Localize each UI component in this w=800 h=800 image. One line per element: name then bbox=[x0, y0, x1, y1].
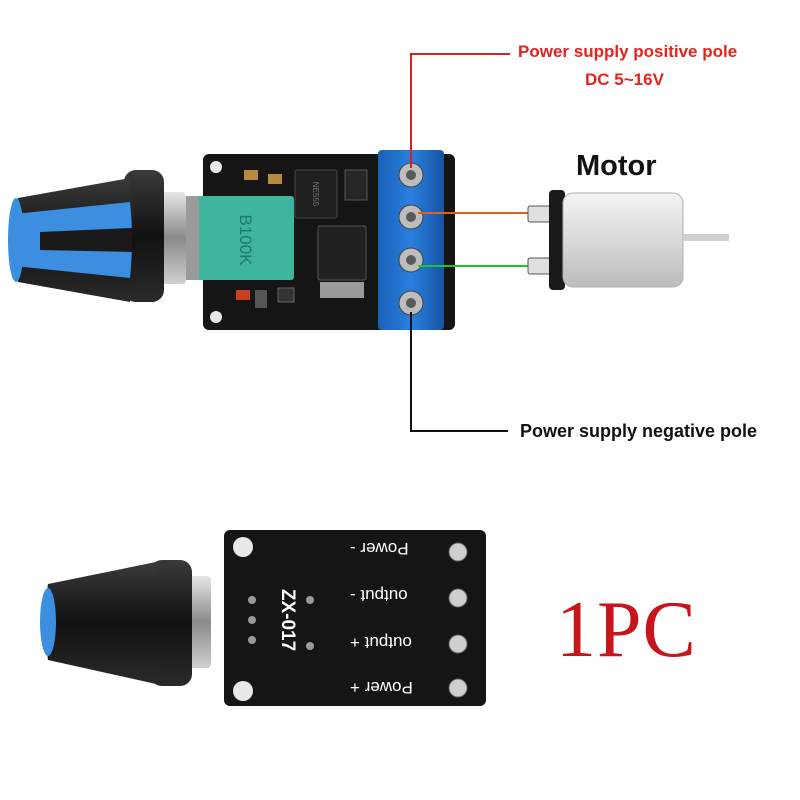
smd-component bbox=[236, 290, 250, 300]
smd-component bbox=[255, 290, 267, 308]
speed-controller-top-view: NE555 B100K bbox=[8, 150, 455, 330]
motor-shaft bbox=[683, 234, 729, 241]
quantity-label: 1PC bbox=[556, 586, 697, 674]
motor-terminal bbox=[527, 205, 551, 223]
mount-hole bbox=[210, 161, 222, 173]
wire-positive bbox=[410, 53, 510, 168]
terminal-label-power-positive: Power + bbox=[350, 678, 413, 697]
via-pads bbox=[248, 596, 314, 650]
shaft-nut bbox=[162, 192, 186, 284]
dc-motor bbox=[527, 190, 729, 290]
knob-cap bbox=[40, 588, 56, 656]
board-model: ZX-017 bbox=[277, 589, 298, 651]
smd-component bbox=[277, 287, 295, 303]
wiring bbox=[410, 53, 530, 432]
chip-marking: NE555 bbox=[311, 182, 320, 207]
knob-skirt bbox=[124, 170, 164, 302]
potentiometer-body bbox=[196, 196, 294, 280]
smd-component bbox=[244, 170, 258, 180]
motor-terminal bbox=[527, 257, 551, 275]
speed-controller-bottom-view: ZX-017 Power - output - output + Power + bbox=[40, 530, 486, 706]
knob-cap bbox=[8, 198, 24, 282]
motor-label: Motor bbox=[576, 150, 657, 182]
solder-pads bbox=[448, 542, 468, 698]
knob bbox=[45, 562, 161, 684]
potentiometer-marking: B100K bbox=[236, 214, 255, 266]
terminal-labels: Power - output - output + Power + bbox=[350, 539, 413, 697]
pcb-board-bottom bbox=[224, 530, 486, 706]
negative-pole-label: Power supply negative pole bbox=[520, 421, 758, 441]
motor-body bbox=[562, 192, 684, 288]
mount-hole bbox=[210, 311, 222, 323]
motor-endcap bbox=[549, 190, 565, 290]
mosfet-tab bbox=[320, 282, 364, 298]
mount-hole bbox=[233, 537, 253, 557]
terminal-label-output-negative: output - bbox=[350, 586, 408, 605]
diode bbox=[344, 169, 368, 201]
smd-component bbox=[268, 174, 282, 184]
mosfet bbox=[317, 225, 367, 281]
positive-pole-label: Power supply positive pole bbox=[518, 42, 738, 61]
potentiometer-bracket bbox=[183, 196, 199, 280]
terminal-label-output-positive: output + bbox=[350, 633, 412, 652]
terminal-label-power-negative: Power - bbox=[350, 539, 409, 558]
mount-hole bbox=[233, 681, 253, 701]
voltage-label: DC 5~16V bbox=[585, 70, 664, 89]
knob-black-band bbox=[40, 228, 132, 252]
knob-skirt bbox=[150, 560, 192, 686]
terminal-screws bbox=[398, 162, 424, 316]
wire-negative bbox=[410, 312, 508, 432]
ic-chip bbox=[294, 169, 338, 219]
terminal-block bbox=[378, 150, 444, 330]
